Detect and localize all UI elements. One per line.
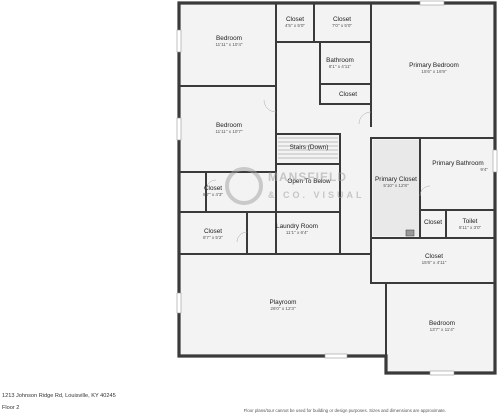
watermark-logo <box>225 167 263 205</box>
interior-walls <box>178 2 496 357</box>
fixture-box <box>405 229 415 237</box>
watermark-text: MANSFIELD <box>268 170 347 184</box>
watermark-subtext: & CO. VISUAL <box>268 190 365 200</box>
primary-closet-floor <box>373 140 419 236</box>
door-swings <box>205 99 431 243</box>
stairs-treads <box>278 137 338 159</box>
property-address: 1213 Johnson Ridge Rd, Louisville, KY 40… <box>2 393 116 399</box>
windows <box>176 0 498 376</box>
disclaimer: Floor plans/tour cannot be used for buil… <box>243 408 446 413</box>
floor-label: Floor 2 <box>2 405 20 411</box>
